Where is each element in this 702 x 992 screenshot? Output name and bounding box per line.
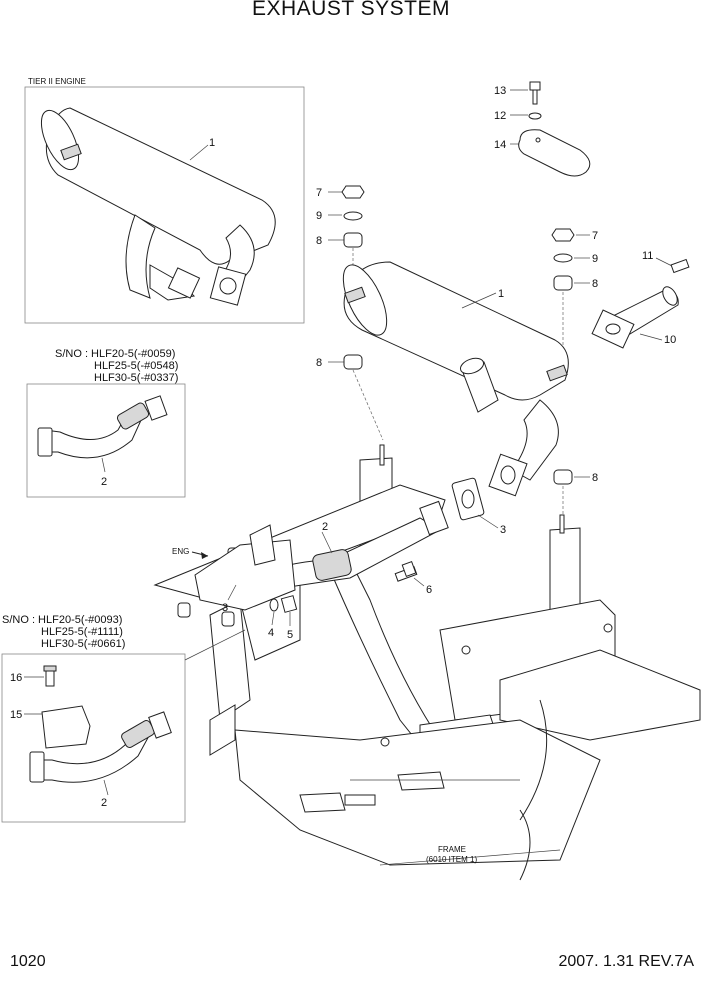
- inset-sno-2: S/NO : HLF20-5(-#0093) HLF25-5(-#1111) H…: [1, 614, 186, 823]
- page-title: EXHAUST SYSTEM: [252, 0, 450, 20]
- callout-3-upper: 3: [500, 524, 506, 536]
- callout-8-right-bottom: 8: [592, 472, 598, 484]
- callout-8-left-top: 8: [316, 235, 322, 247]
- sno1-line3: HLF30-5(-#0337): [94, 372, 178, 384]
- mount-stack-right: 7 9 8: [551, 228, 598, 380]
- callout-2-main: 2: [322, 521, 328, 533]
- callout-1-main: 1: [498, 288, 504, 300]
- main-muffler: 1: [342, 261, 569, 497]
- eng-label: ENG: [172, 547, 189, 556]
- callout-7-right: 7: [592, 230, 598, 242]
- callout-12: 12: [494, 110, 506, 122]
- callout-2-sno2: 2: [101, 797, 107, 809]
- clamp-bolt: 6: [394, 561, 432, 596]
- engine-bracket: 3 4 5 ENG: [172, 524, 298, 641]
- mount-lower-right: 8: [553, 469, 598, 515]
- callout-13: 13: [494, 85, 506, 97]
- callout-3-lower: 3: [222, 602, 228, 614]
- callout-2-sno1: 2: [101, 476, 107, 488]
- callout-5: 5: [287, 629, 293, 641]
- cover-assembly: 13 12 14: [494, 81, 591, 177]
- callout-1-tier2: 1: [209, 137, 215, 149]
- sno2-line2: HLF25-5(-#1111): [41, 626, 123, 638]
- inset-sno-1: S/NO : HLF20-5(-#0059) HLF25-5(-#0548) H…: [26, 348, 186, 498]
- page-number: 1020: [10, 953, 46, 970]
- frame-note-line1: FRAME: [438, 845, 466, 854]
- sno2-line3: HLF30-5(-#0661): [41, 638, 125, 650]
- callout-9-left: 9: [316, 210, 322, 222]
- gasket-upper: 3: [451, 477, 506, 536]
- sno1-line2: HLF25-5(-#0548): [94, 360, 178, 372]
- revision-date: 2007. 1.31 REV.7A: [558, 953, 694, 970]
- inset-tier2-engine: TIER II ENGINE 1: [24, 77, 305, 324]
- sno1-line1: S/NO : HLF20-5(-#0059): [55, 348, 175, 360]
- callout-14: 14: [494, 139, 506, 151]
- mount-stack-left: 7 9 8: [316, 185, 365, 290]
- frame-note: FRAME (6010 ITEM 1): [426, 845, 477, 864]
- callout-8-left-bottom: 8: [316, 357, 322, 369]
- callout-11: 11: [642, 250, 653, 262]
- callout-16: 16: [10, 672, 22, 684]
- mount-lower-left: 8: [316, 354, 384, 441]
- callout-6: 6: [426, 584, 432, 596]
- inset-leader: [184, 629, 246, 661]
- callout-9-right: 9: [592, 253, 598, 265]
- sno2-line1: S/NO : HLF20-5(-#0093): [2, 614, 122, 626]
- callout-4: 4: [268, 627, 274, 639]
- frame-note-line2: (6010 ITEM 1): [426, 855, 477, 864]
- callout-10: 10: [664, 334, 676, 346]
- callout-15: 15: [10, 709, 22, 721]
- tail-pipe: 11 10: [591, 250, 690, 349]
- callout-7-left: 7: [316, 187, 322, 199]
- inset-tier2-label: TIER II ENGINE: [28, 77, 86, 86]
- callout-8-right-top: 8: [592, 278, 598, 290]
